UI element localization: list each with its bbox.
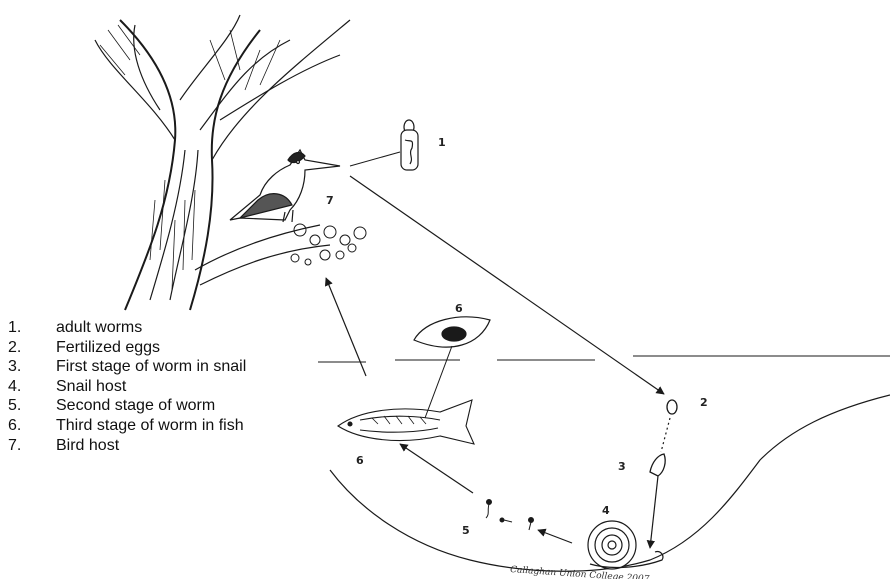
legend-number: 4. <box>8 377 56 397</box>
connector-line <box>425 346 452 418</box>
legend-text: Second stage of worm <box>56 396 215 416</box>
legend-number: 5. <box>8 396 56 416</box>
adult-worm-drawing <box>401 120 418 170</box>
egg-drawing <box>667 400 677 414</box>
snail-stage-drawing <box>650 454 665 476</box>
legend-number: 2. <box>8 338 56 358</box>
diagram-label-fish: 6 <box>356 454 364 467</box>
legend-text: Snail host <box>56 377 126 397</box>
diagram-label-bird: 7 <box>326 194 334 207</box>
legend-text: Bird host <box>56 436 119 456</box>
legend-text: First stage of worm in snail <box>56 357 246 377</box>
lifecycle-arrows <box>326 176 670 548</box>
legend-text: Third stage of worm in fish <box>56 416 244 436</box>
connector-line <box>350 152 400 166</box>
legend-text: adult worms <box>56 318 142 338</box>
fish-drawing <box>338 400 474 444</box>
water-surface <box>318 356 890 362</box>
diagram-label-adult-worms: 1 <box>438 136 446 149</box>
legend-item: 7.Bird host <box>8 436 246 456</box>
diagram-label-snail: 4 <box>602 504 610 517</box>
legend-item: 2.Fertilized eggs <box>8 338 246 358</box>
bird-drawing <box>230 150 340 222</box>
fish-cyst-drawing <box>414 317 490 347</box>
diagram-label-second-stage: 5 <box>462 524 470 537</box>
second-stage-worms <box>486 500 534 531</box>
diagram-label-fish-cyst: 6 <box>455 302 463 315</box>
legend-item: 4.Snail host <box>8 377 246 397</box>
legend-number: 6. <box>8 416 56 436</box>
legend-number: 1. <box>8 318 56 338</box>
legend-list: 1.adult worms 2.Fertilized eggs 3.First … <box>8 318 246 455</box>
legend-item: 3.First stage of worm in snail <box>8 357 246 377</box>
legend-number: 3. <box>8 357 56 377</box>
legend-item: 6.Third stage of worm in fish <box>8 416 246 436</box>
diagram-label-snail-stage: 3 <box>618 460 626 473</box>
legend-number: 7. <box>8 436 56 456</box>
diagram-label-eggs: 2 <box>700 396 708 409</box>
legend-item: 1.adult worms <box>8 318 246 338</box>
legend-item: 5.Second stage of worm <box>8 396 246 416</box>
legend-text: Fertilized eggs <box>56 338 160 358</box>
foliage-drawing <box>291 224 366 265</box>
